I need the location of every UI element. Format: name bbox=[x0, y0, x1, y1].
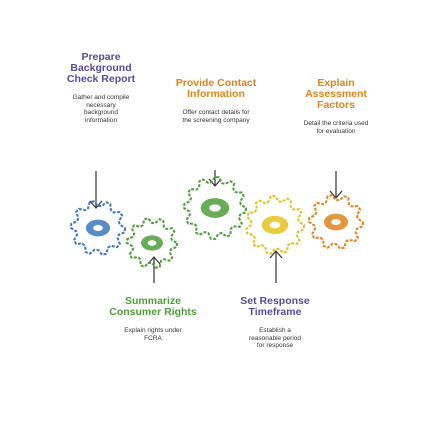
arrow-up-2-head bbox=[269, 250, 283, 259]
step-response-timeframe: Set Response Timeframe Establish a reaso… bbox=[230, 296, 320, 350]
step-prepare-report-desc: Gather and compile necessary background … bbox=[72, 94, 130, 124]
arrow-down-3-head bbox=[329, 190, 343, 199]
step-response-timeframe-desc: Establish a reasonable period for respon… bbox=[248, 327, 302, 349]
step-prepare-report-title: Prepare Background Check Report bbox=[66, 51, 136, 85]
step-contact-info-title: Provide Contact Information bbox=[175, 77, 257, 100]
step-contact-info: Provide Contact Information Offer contac… bbox=[172, 78, 260, 124]
step-prepare-report: Prepare Background Check Report Gather a… bbox=[60, 52, 142, 124]
gear-green-left-icon bbox=[125, 217, 179, 269]
step-consumer-rights: Summarize Consumer Rights Explain rights… bbox=[108, 296, 198, 342]
step-assessment-factors: Explain Assessment Factors Detail the cr… bbox=[296, 78, 376, 135]
gear-blue-left-icon bbox=[69, 200, 127, 256]
arrow-up-1-head bbox=[147, 256, 161, 265]
arrow-down-1-head bbox=[89, 200, 103, 209]
step-consumer-rights-desc: Explain rights under FCRA bbox=[124, 327, 182, 342]
step-contact-info-desc: Offer contact details for the screening … bbox=[182, 109, 250, 124]
gear-green-top-icon bbox=[182, 175, 248, 241]
step-response-timeframe-title: Set Response Timeframe bbox=[240, 295, 310, 318]
step-assessment-factors-title: Explain Assessment Factors bbox=[305, 77, 367, 111]
gear-orange-right-icon bbox=[307, 194, 365, 250]
gear-yellow-mid-icon bbox=[245, 194, 306, 255]
step-assessment-factors-desc: Detail the criteria used for evaluation bbox=[303, 120, 369, 135]
step-consumer-rights-title: Summarize Consumer Rights bbox=[109, 295, 197, 318]
